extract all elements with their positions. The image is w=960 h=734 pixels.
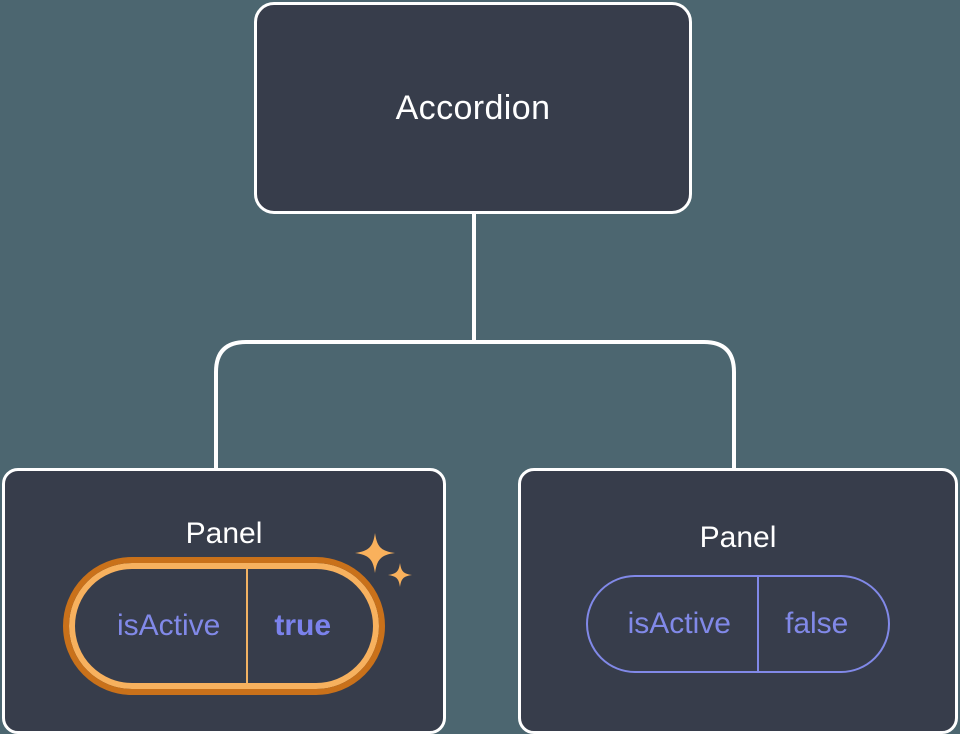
prop-pill-isactive-true[interactable]: isActive true (62, 557, 386, 695)
prop-pill-active-wrapper: isActive true (62, 533, 413, 695)
node-panel-active[interactable]: Panel isActive true (2, 468, 446, 734)
prop-value: true (246, 569, 373, 683)
node-panel-active-label: Panel (185, 517, 263, 550)
connector-branch-bar (214, 340, 736, 468)
prop-pill-isactive-false[interactable]: isActive false (585, 575, 891, 673)
prop-key: isActive (116, 609, 221, 642)
node-accordion-label: Accordion (395, 89, 551, 127)
node-panel-inactive[interactable]: Panel isActive false (518, 468, 958, 734)
node-accordion[interactable]: Accordion (254, 2, 692, 214)
node-panel-inactive-label: Panel (699, 521, 777, 554)
prop-key: isActive (627, 607, 731, 640)
prop-pill-inactive-wrapper: isActive false (585, 575, 891, 673)
prop-value: false (756, 577, 888, 671)
